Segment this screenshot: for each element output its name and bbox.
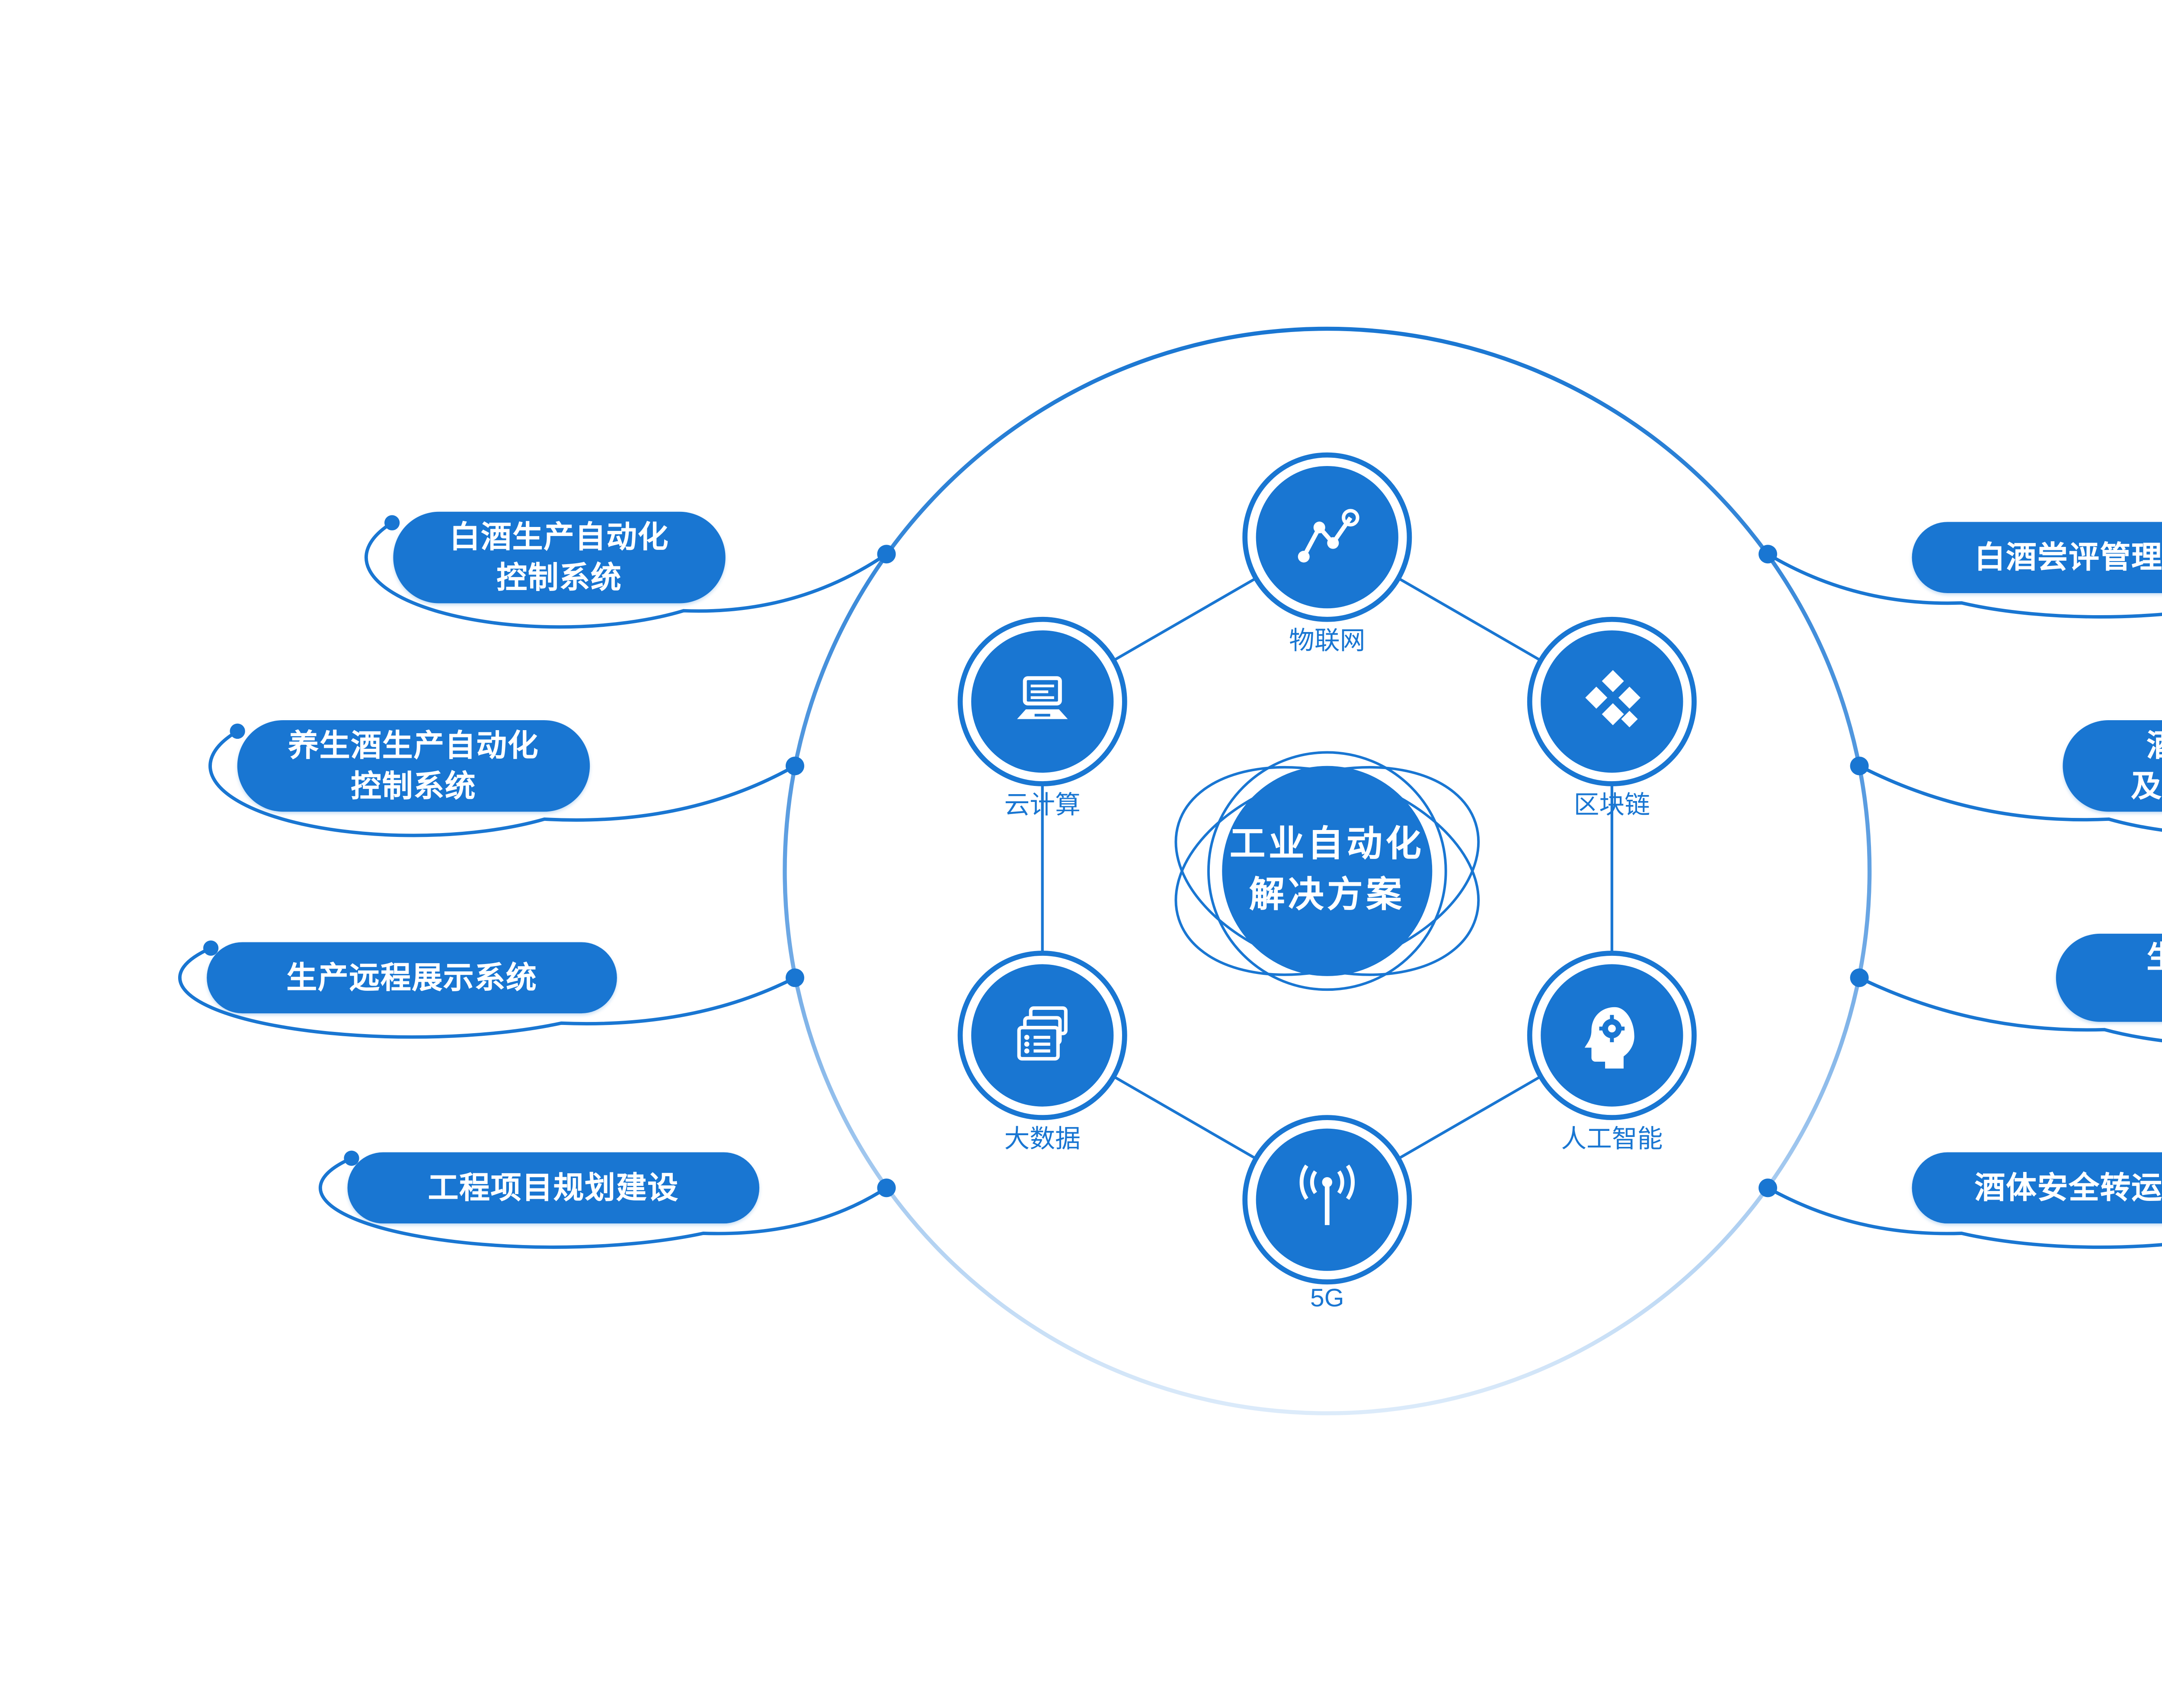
pill-tasting-management: 白酒尝评管理系统 <box>1912 522 2162 593</box>
node-iot-circle <box>1242 452 1412 622</box>
pill-remote-display-system: 生产远程展示系统 <box>207 942 617 1014</box>
outer-orbit-circle <box>783 326 1872 1415</box>
center-title-line2: 解决方案 <box>1249 875 1405 914</box>
node-blockchain: 区块链 <box>1527 616 1697 820</box>
stacked-data-icon <box>1004 996 1081 1074</box>
right-connector-arcs <box>1767 552 2162 1249</box>
pill-label: 生产基础信息 管理系统 <box>2147 937 2162 1019</box>
orbit-anchor-dots <box>785 545 1869 1197</box>
node-iot: 物联网 <box>1242 452 1412 656</box>
pill-label: 酒体安全转运系统 <box>1974 1171 2162 1205</box>
node-iot-label: 物联网 <box>1289 627 1366 656</box>
node-ai-circle <box>1527 951 1697 1121</box>
node-bigdata: 大数据 <box>957 951 1127 1154</box>
left-connector-arcs <box>178 521 888 1249</box>
pill-project-planning: 工程项目规划建设 <box>347 1152 760 1224</box>
pill-label: 白酒生产自动化 控制系统 <box>449 520 669 595</box>
node-blockchain-label: 区块链 <box>1574 791 1650 820</box>
pill-label: 酒库动态计量 及自动预警系统 <box>2131 728 2162 804</box>
center-hub: 工业自动化 解决方案 <box>1222 766 1433 976</box>
connector-start-dots <box>203 515 400 1166</box>
pill-cellar-metering-warning: 酒库动态计量 及自动预警系统 <box>2063 720 2162 812</box>
pill-label: 工程项目规划建设 <box>428 1171 679 1205</box>
node-cloud: 云计算 <box>957 616 1127 820</box>
pill-label: 白酒尝评管理系统 <box>1974 540 2162 575</box>
pill-baijiu-production-control: 白酒生产自动化 控制系统 <box>393 511 726 603</box>
node-bigdata-circle <box>957 951 1127 1121</box>
center-title-line1: 工业自动化 <box>1229 825 1425 865</box>
node-5g-circle <box>1242 1115 1412 1285</box>
blocks-cluster-icon <box>1573 663 1651 741</box>
laptop-icon <box>1004 663 1081 741</box>
node-5g: 5G <box>1242 1115 1412 1313</box>
head-gear-icon <box>1573 996 1651 1074</box>
node-blockchain-circle <box>1527 616 1697 786</box>
pill-label: 养生酒生产自动化 控制系统 <box>288 728 539 804</box>
node-ai-label: 人工智能 <box>1561 1125 1663 1154</box>
node-cloud-label: 云计算 <box>1004 791 1081 820</box>
pill-health-wine-control: 养生酒生产自动化 控制系统 <box>237 720 590 812</box>
node-5g-label: 5G <box>1310 1284 1344 1313</box>
node-ai: 人工智能 <box>1527 951 1697 1154</box>
node-bigdata-label: 大数据 <box>1004 1125 1081 1154</box>
node-cloud-circle <box>957 616 1127 786</box>
pill-basic-info-management: 生产基础信息 管理系统 <box>2056 933 2162 1022</box>
antenna-waves-icon <box>1288 1161 1366 1239</box>
pill-label: 生产远程展示系统 <box>286 960 537 995</box>
pill-safe-transfer-system: 酒体安全转运系统 <box>1912 1152 2162 1224</box>
network-graph-icon <box>1288 498 1366 576</box>
